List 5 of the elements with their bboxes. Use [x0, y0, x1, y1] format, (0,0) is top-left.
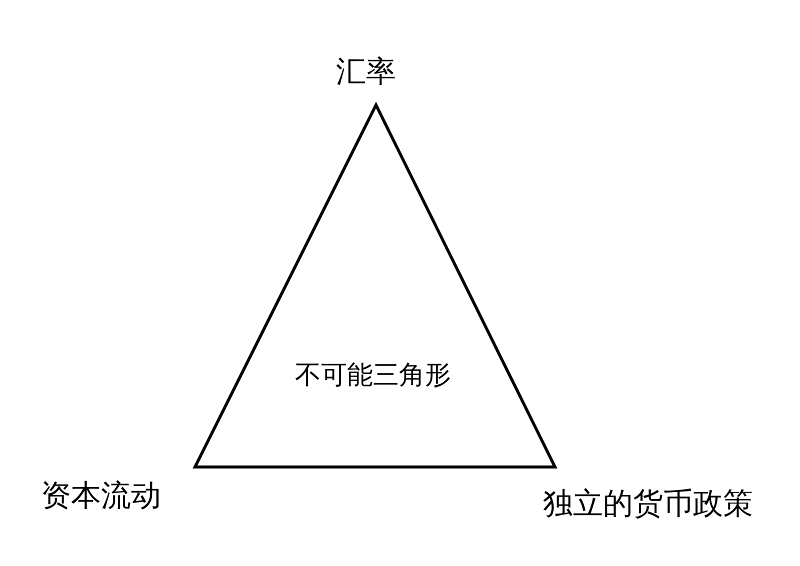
- vertex-label: 汇率: [336, 54, 396, 92]
- triangle-title: 不可能三角形: [295, 360, 451, 393]
- vertex-label: 独立的货币政策: [543, 486, 753, 524]
- vertex-label: 资本流动: [41, 478, 161, 516]
- triangle-shape: [194, 104, 556, 468]
